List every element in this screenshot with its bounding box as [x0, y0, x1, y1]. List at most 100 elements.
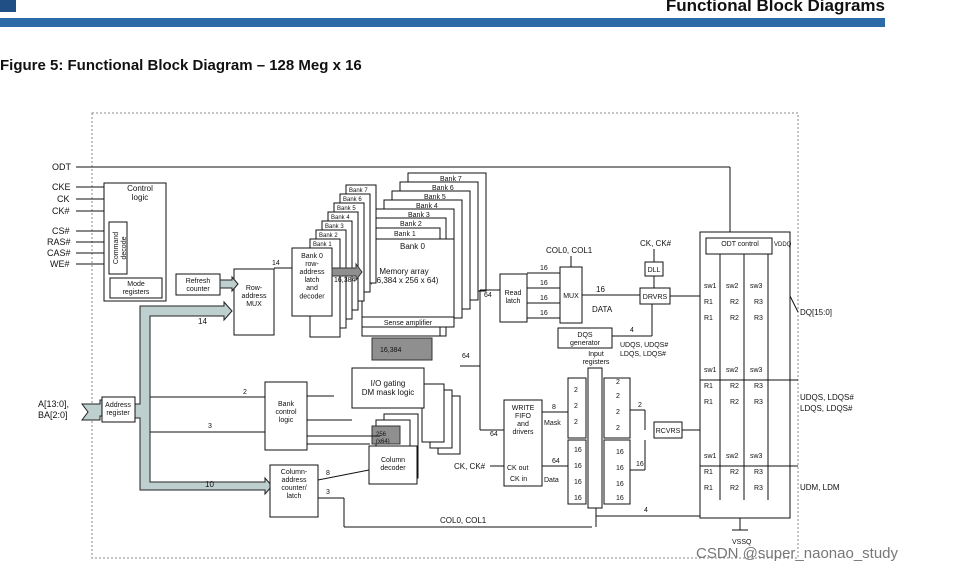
svg-text:R2: R2	[730, 299, 739, 306]
svg-text:16: 16	[574, 495, 582, 502]
svg-text:R2: R2	[730, 399, 739, 406]
label-col01-bottom: COL0, COL1	[440, 516, 487, 525]
svg-text:2: 2	[616, 409, 620, 416]
svg-text:sw1: sw1	[704, 283, 717, 290]
label-col01-top: COL0, COL1	[546, 246, 593, 255]
refresh-bus	[219, 275, 239, 293]
label-udqs: UDQS, UDQS#	[620, 342, 668, 349]
svg-text:16: 16	[540, 265, 548, 272]
svg-text:16: 16	[616, 449, 624, 456]
svg-text:3: 3	[326, 489, 330, 496]
input-register-data-b	[603, 439, 631, 505]
input-register-mask-b	[603, 377, 631, 439]
svg-text:64: 64	[490, 431, 498, 438]
header-title: Functional Block Diagrams	[665, 0, 885, 15]
svg-text:Bank 6: Bank 6	[432, 185, 454, 192]
svg-text:Bank 1: Bank 1	[313, 242, 332, 248]
svg-text:Bank 7: Bank 7	[440, 176, 462, 183]
label-vssq: VSSQ	[732, 539, 752, 546]
svg-text:2: 2	[616, 425, 620, 432]
column-decoder-block	[368, 445, 418, 485]
svg-text:Bank 4: Bank 4	[331, 215, 350, 221]
pin-odt: ODT	[52, 162, 72, 172]
sense-io-bus	[371, 337, 433, 361]
label-dq: DQ[15:0]	[800, 308, 832, 317]
svg-text:16: 16	[574, 463, 582, 470]
pin-cas: CAS#	[47, 248, 71, 258]
svg-text:256(x64): 256(x64)	[376, 432, 390, 445]
label-ck-in: CK in	[510, 476, 527, 483]
svg-text:sw2: sw2	[726, 283, 739, 290]
input-register-data-a	[567, 439, 587, 505]
svg-text:4: 4	[644, 507, 648, 514]
svg-text:8: 8	[552, 404, 556, 411]
svg-text:sw1: sw1	[704, 367, 717, 374]
svg-text:3: 3	[208, 423, 212, 430]
pin-ck-n: CK#	[52, 206, 70, 216]
svg-text:Bank 7: Bank 7	[349, 188, 368, 194]
svg-text:Bank 3: Bank 3	[325, 224, 344, 230]
write-fifo-block	[503, 399, 543, 487]
label-ck-top: CK, CK#	[640, 239, 672, 248]
mux-label: MUX	[563, 293, 579, 300]
svg-text:R1: R1	[704, 485, 713, 492]
svg-text:R1: R1	[704, 315, 713, 322]
svg-text:2: 2	[574, 403, 578, 410]
input-pins: ODT CKE CK CK# CS# RAS# CAS# WE# A[13:0]…	[38, 162, 72, 420]
header-bar	[0, 18, 885, 27]
label-ck-out: CK out	[507, 465, 528, 472]
input-register-mask-a	[567, 377, 587, 439]
dll-label: DLL	[648, 267, 661, 274]
svg-text:sw2: sw2	[726, 367, 739, 374]
svg-text:sw2: sw2	[726, 453, 739, 460]
termination-group-3: sw1 sw2 sw3 R1 R2 R3 R1 R2 R3	[704, 453, 763, 492]
mode-registers-block	[109, 277, 163, 299]
svg-text:16,384: 16,384	[380, 347, 402, 354]
watermark: CSDN @super_naonao_study	[696, 545, 899, 562]
svg-text:R3: R3	[754, 469, 763, 476]
svg-text:Bank 5: Bank 5	[424, 194, 446, 201]
label-data-out: DATA	[592, 305, 613, 314]
column-address-block	[269, 464, 319, 518]
svg-text:2: 2	[616, 393, 620, 400]
label-vddq: VDDQ	[774, 242, 792, 248]
input-register-column	[587, 367, 603, 509]
row-address-mux-block	[233, 268, 275, 336]
svg-text:R2: R2	[730, 315, 739, 322]
svg-text:R2: R2	[730, 383, 739, 390]
label-16384: 16,384	[334, 277, 356, 284]
svg-text:8: 8	[326, 470, 330, 477]
svg-text:16: 16	[574, 479, 582, 486]
svg-text:2: 2	[638, 402, 642, 409]
svg-text:64: 64	[462, 353, 470, 360]
svg-text:4: 4	[630, 327, 634, 334]
svg-text:16: 16	[574, 447, 582, 454]
column-bus	[371, 425, 401, 445]
figure-title: Figure 5: Functional Block Diagram – 128…	[0, 57, 362, 74]
bank-stack: Bank 7 Bank 6 Bank 5 Bank 4 Bank 3 Bank …	[309, 172, 487, 338]
memory-array-label: Memory array(16,384 x 256 x 64)	[370, 267, 439, 285]
svg-text:R1: R1	[704, 469, 713, 476]
drvrs-label: DRVRS	[643, 294, 668, 301]
svg-text:sw3: sw3	[750, 453, 763, 460]
svg-text:2: 2	[243, 389, 247, 396]
svg-text:R3: R3	[754, 315, 763, 322]
read-latch-block	[499, 273, 528, 323]
svg-text:sw1: sw1	[704, 453, 717, 460]
row-latch-decoder-block	[291, 247, 333, 317]
label-10: 10	[205, 480, 214, 489]
svg-text:R1: R1	[704, 399, 713, 406]
svg-text:16: 16	[616, 495, 624, 502]
command-decode-block	[108, 221, 128, 275]
svg-text:R3: R3	[754, 485, 763, 492]
